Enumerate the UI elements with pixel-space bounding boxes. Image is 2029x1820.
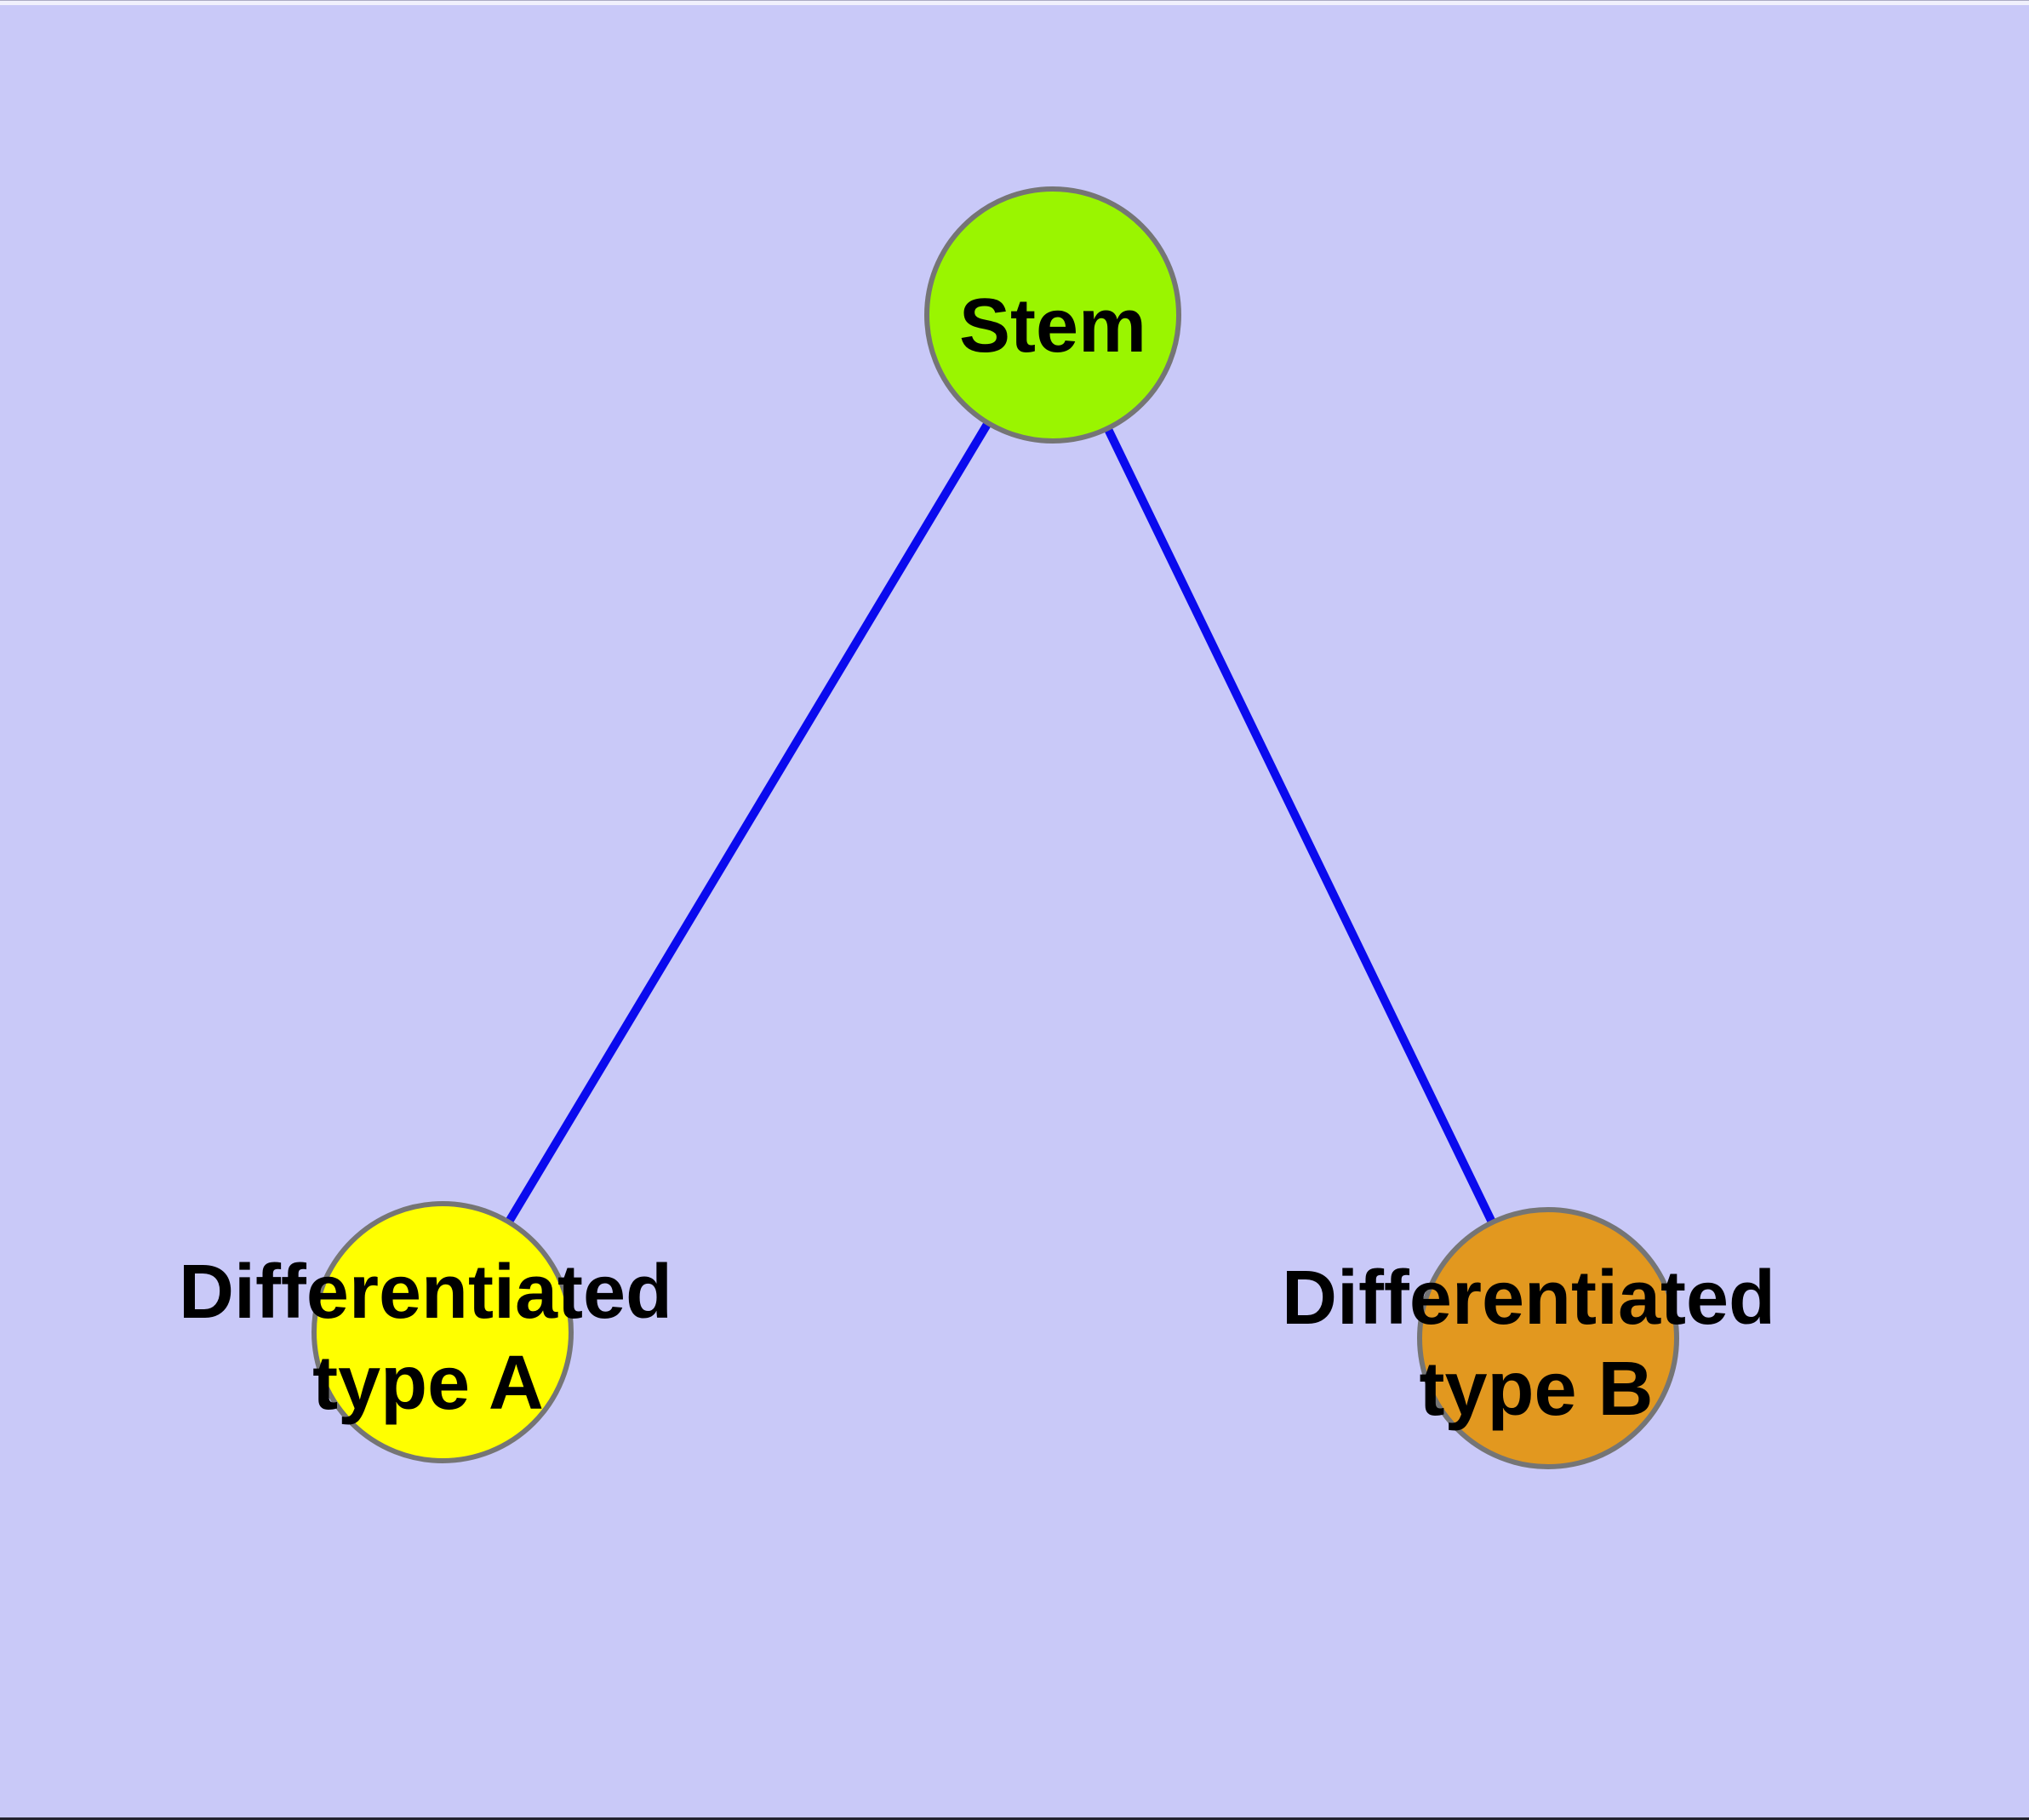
node-stem-label: Stem [959, 283, 1146, 369]
edge-stem-to-type-b [1049, 312, 1552, 1341]
node-type-a-label-line2: type A [312, 1341, 544, 1426]
node-type-a-circle [311, 1201, 574, 1463]
node-type-b-circle [1417, 1207, 1679, 1469]
node-stem-circle [924, 186, 1181, 444]
node-type-a: Differentiated type A [179, 1201, 672, 1463]
node-type-b-label-line1: Differentiated [1282, 1256, 1775, 1341]
node-stem: Stem [924, 186, 1181, 444]
window-top-edge [0, 0, 2029, 5]
node-type-a-label-line1: Differentiated [179, 1250, 672, 1335]
window-bottom-edge [0, 1817, 2029, 1820]
edge-stem-to-type-a [438, 312, 1057, 1335]
node-type-b: Differentiated type B [1282, 1207, 1775, 1469]
node-type-b-label-line2: type B [1419, 1347, 1653, 1432]
